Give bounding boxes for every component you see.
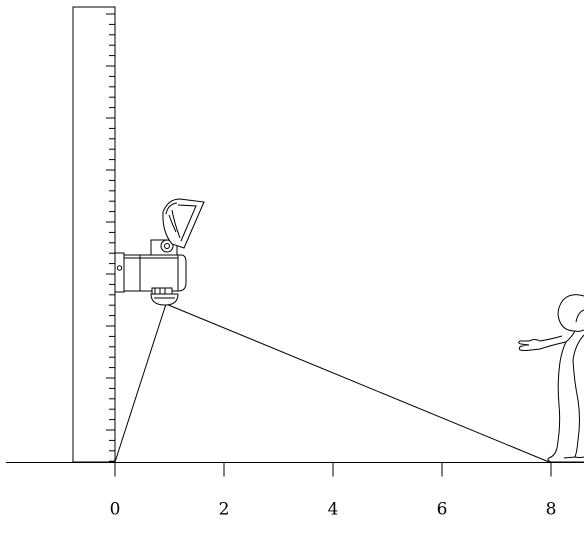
axis-tick-label: 2 [219,500,230,520]
axis-tick-label: 6 [437,500,448,520]
distance-axis-labels: 0 2 4 6 8 [110,500,557,520]
person-body-front [547,341,584,463]
wall-ruler-icon [72,6,116,463]
axis-tick-label: 0 [110,500,121,520]
axis-tick-label: 8 [546,500,557,520]
lamp-lens-2 [171,209,181,239]
person-neck [565,330,576,343]
distance-axis [114,462,552,477]
ruler-ticks [106,13,115,462]
lamp-lens [177,204,197,242]
person-body-back [572,334,584,458]
joint-knob-center [164,243,170,249]
detection-line-far [165,303,550,463]
sensor-dome [150,293,179,306]
person-head [557,294,584,332]
person-silhouette-icon [518,294,584,463]
mount-bracket [114,252,125,293]
light-body [123,254,187,292]
joint-knob [160,239,174,253]
security-light-camera-icon [114,198,205,306]
wall [72,6,116,463]
person-arm [518,335,567,351]
person-foot [563,456,584,459]
lamp-reflector-2 [168,214,177,233]
axis-tick-label: 4 [328,500,339,520]
detection-line-near [114,303,167,463]
lamp-reflector-1 [165,202,178,215]
person-hair [575,309,584,323]
mount-screw [116,265,123,271]
